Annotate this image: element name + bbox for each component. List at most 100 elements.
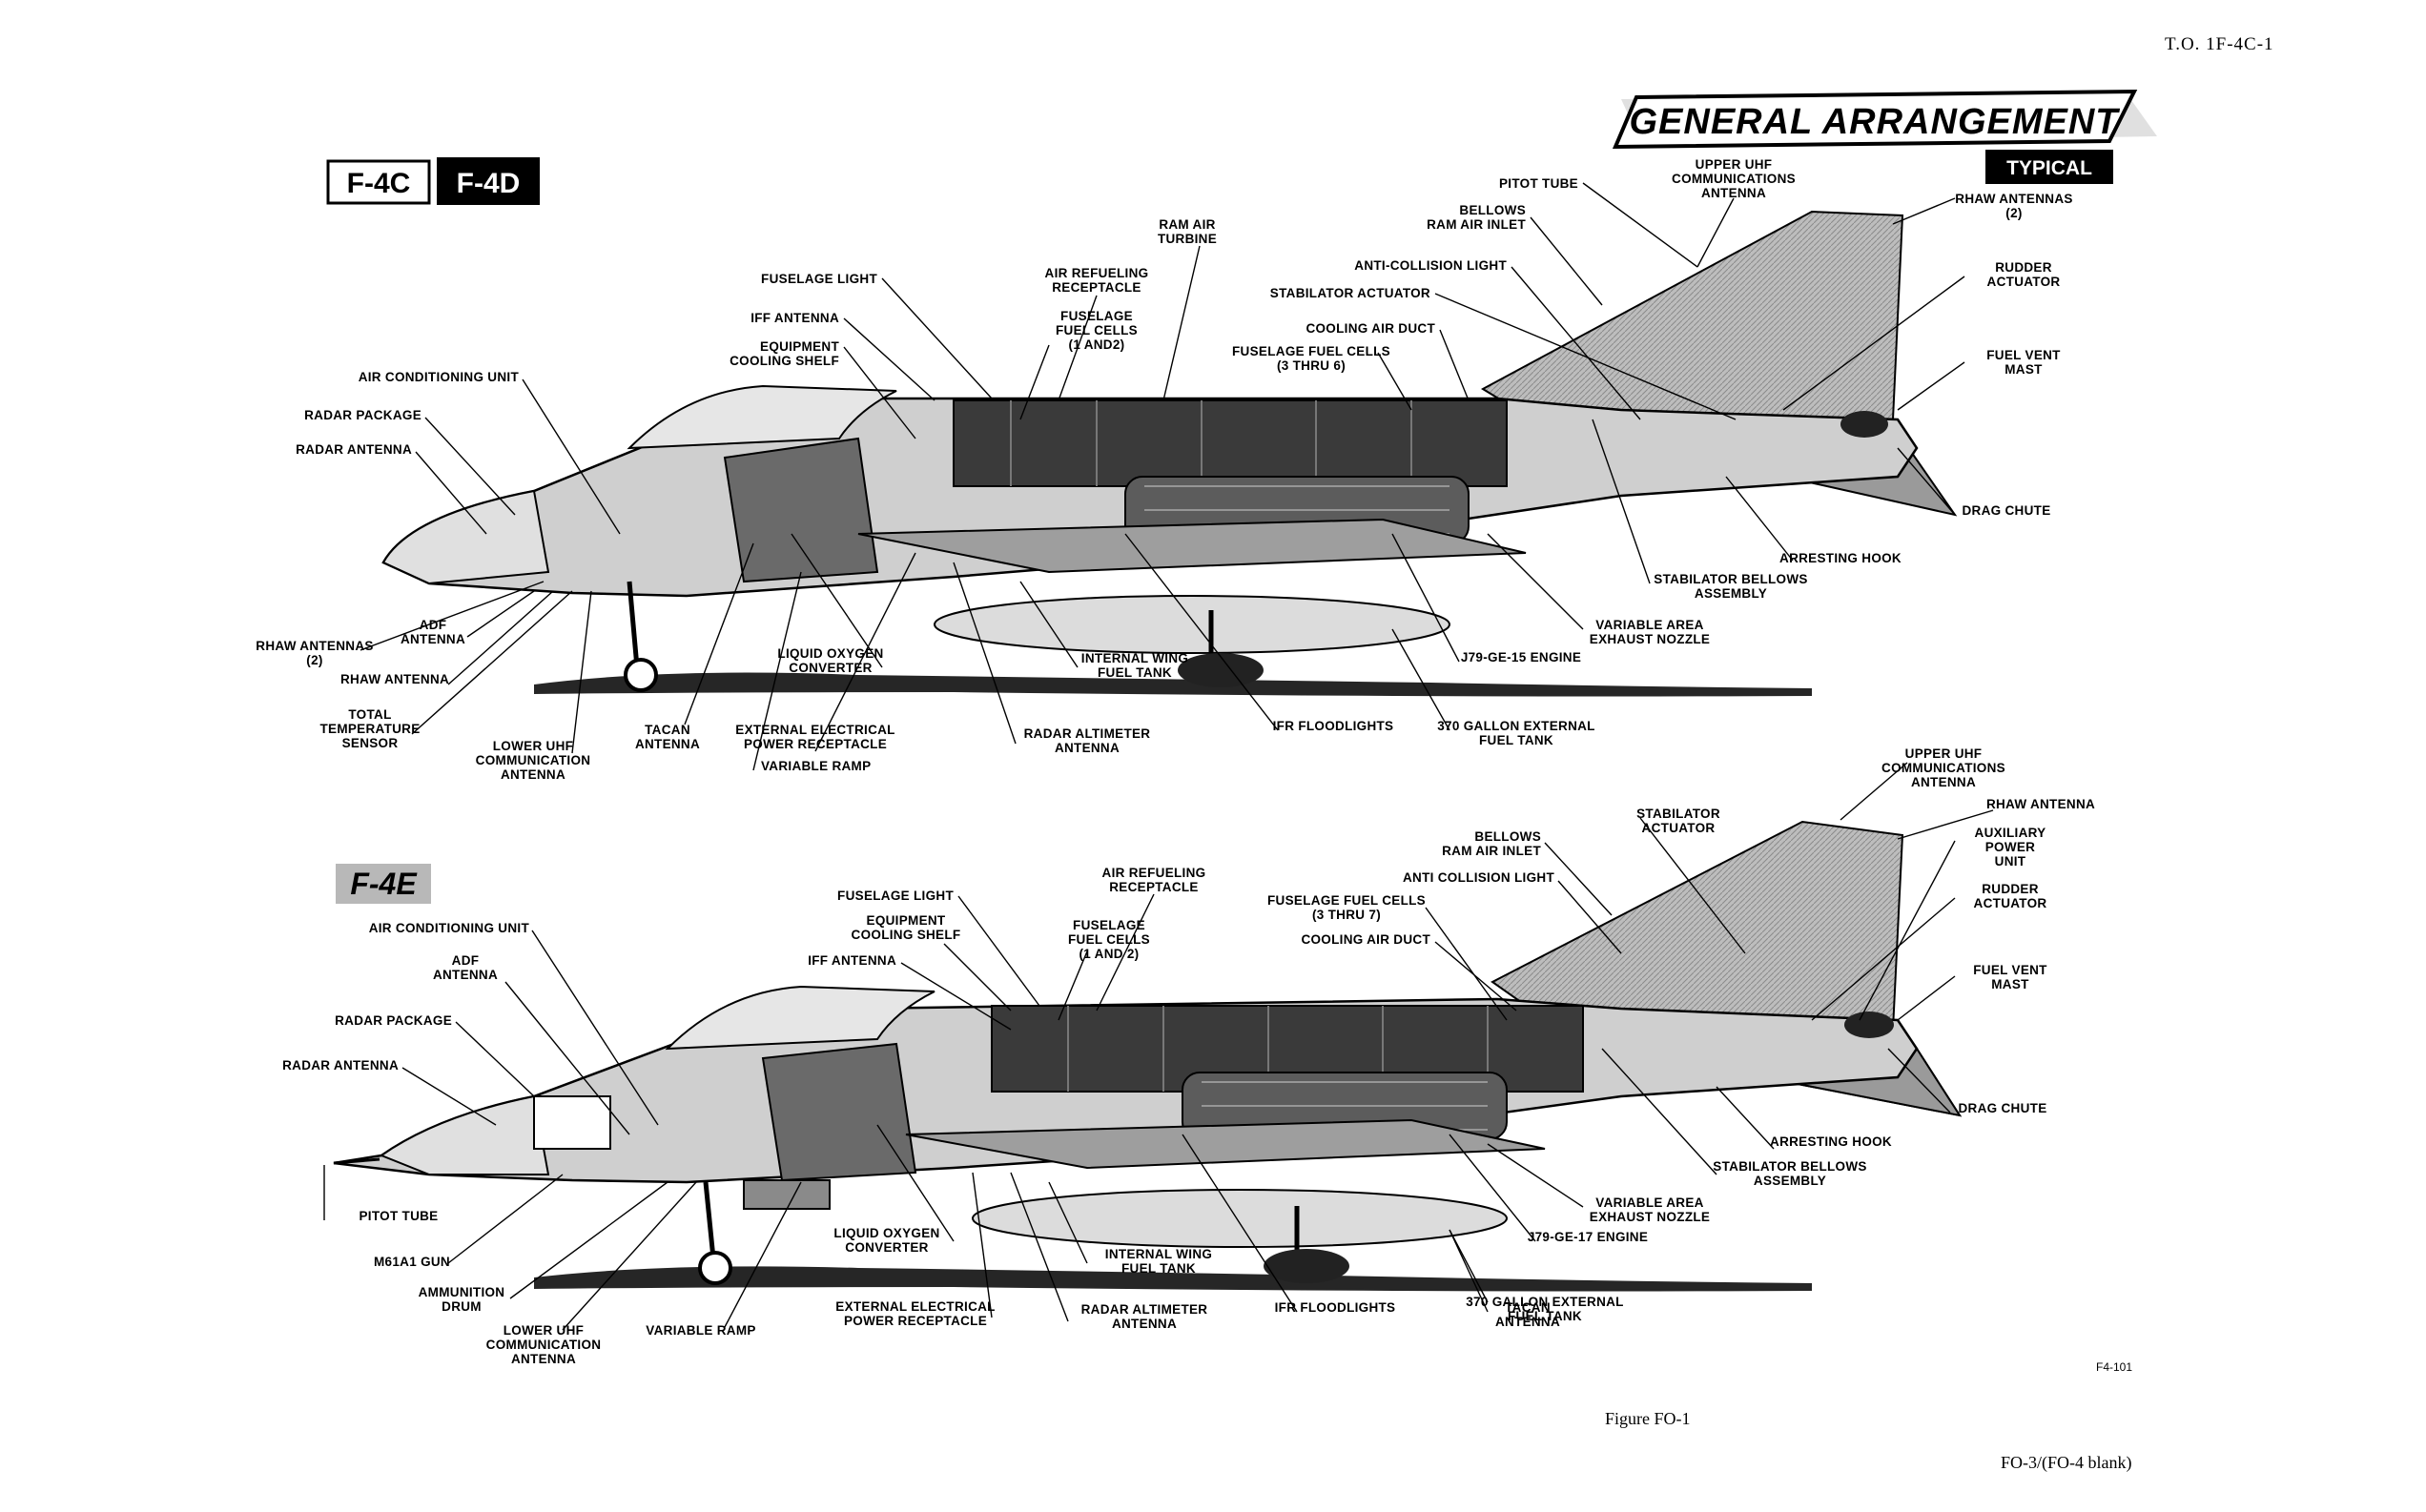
bottom-label-text: M61A1 GUN: [374, 1255, 450, 1269]
top-label-text: ANTENNA: [1055, 741, 1120, 755]
top-label-text: PITOT TUBE: [1499, 176, 1578, 191]
figure-caption: Figure FO-1: [1605, 1409, 1691, 1428]
top-leader-line: [1592, 419, 1651, 584]
bottom-label-text: FUEL TANK: [1121, 1261, 1196, 1276]
bottom-leader-line: [1811, 897, 1956, 1021]
bottom-label-text: LIQUID OXYGEN: [833, 1226, 939, 1240]
bottom-leader-line: [876, 1124, 955, 1242]
top-label-text: STABILATOR ACTUATOR: [1270, 286, 1430, 300]
top-label-text: FUEL CELLS: [1056, 323, 1138, 337]
bottom-label-text: COOLING AIR DUCT: [1301, 932, 1430, 947]
top-leader-line: [1487, 533, 1584, 630]
top-label-text: VARIABLE AREA: [1595, 618, 1703, 632]
bottom-leader-line: [1639, 817, 1746, 954]
top-leader-line: [791, 533, 883, 668]
bottom-label-text: VARIABLE RAMP: [646, 1323, 755, 1338]
svg-text:F-4C: F-4C: [347, 168, 411, 199]
aircraft-cutaway-f4e: [333, 820, 1963, 1292]
bottom-label-text: MAST: [1991, 977, 2029, 991]
bottom-callout-23: PITOT TUBE: [323, 1165, 438, 1223]
bottom-callout-13: COOLING AIR DUCT: [1301, 932, 1517, 1011]
bottom-label-text: FUEL CELLS: [1068, 932, 1150, 947]
top-label-text: COMMUNICATIONS: [1672, 172, 1796, 186]
top-leader-line: [415, 451, 487, 535]
bottom-leader-line: [972, 1172, 993, 1318]
top-callout-14: FUSELAGE FUEL CELLS(3 THRU 6): [1232, 344, 1412, 411]
bottom-callout-35: VARIABLE RAMP: [646, 1181, 802, 1338]
top-callout-36: VARIABLE RAMP: [752, 571, 871, 773]
top-label-text: UPPER UHF: [1696, 157, 1773, 172]
top-leader-line: [466, 590, 535, 638]
top-callout-0: PITOT TUBE: [1499, 176, 1698, 268]
bottom-label-text: IFR FLOODLIGHTS: [1275, 1300, 1396, 1315]
top-label-text: ANTI-COLLISION LIGHT: [1354, 258, 1507, 273]
top-label-text: RHAW ANTENNA: [340, 672, 449, 686]
bottom-label-text: DRAG CHUTE: [1959, 1101, 2047, 1115]
bottom-label-text: 370 GALLON EXTERNAL: [1466, 1295, 1623, 1309]
bottom-label-text: COMMUNICATIONS: [1881, 761, 2005, 775]
top-callout-2: RHAW ANTENNAS(2): [1892, 192, 2072, 225]
bottom-label-text: FUSELAGE LIGHT: [837, 889, 954, 903]
bottom-leader-line: [1058, 950, 1088, 1021]
bottom-leader-line: [1544, 842, 1613, 916]
top-leader-line: [571, 590, 592, 754]
top-label-text: ACTUATOR: [1987, 275, 2061, 289]
bottom-leader-line: [1425, 907, 1508, 1021]
bottom-label-text: ANTENNA: [511, 1352, 576, 1366]
bottom-leader-line: [562, 1181, 697, 1331]
svg-text:F-4D: F-4D: [457, 168, 521, 199]
bottom-leader-line: [455, 1021, 535, 1097]
top-label-text: EXHAUST NOZZLE: [1590, 632, 1710, 646]
bottom-leader-line: [1557, 880, 1622, 954]
bottom-leader-line: [1010, 1172, 1069, 1322]
top-label-text: (1 AND2): [1069, 337, 1125, 352]
page-number: FO-3/(FO-4 blank): [2001, 1453, 2132, 1473]
top-leader-line: [522, 378, 621, 535]
bottom-label-text: RAM AIR INLET: [1442, 844, 1541, 858]
bottom-label-text: EXHAUST NOZZLE: [1590, 1210, 1710, 1224]
bottom-label-text: ANTI COLLISION LIGHT: [1403, 870, 1554, 885]
top-leader-line: [411, 590, 573, 735]
bottom-label-text: EQUIPMENT: [867, 913, 946, 928]
bottom-label-text: IFF ANTENNA: [808, 953, 896, 968]
svg-text:F-4E: F-4E: [350, 867, 418, 901]
top-label-text: ANTENNA: [1701, 186, 1766, 200]
top-label-text: DRAG CHUTE: [1963, 503, 2051, 518]
bottom-callout-25: J79-GE-17 ENGINE: [1449, 1134, 1648, 1244]
top-leader-line: [1530, 216, 1603, 306]
top-label-text: LOWER UHF: [493, 739, 573, 753]
bottom-leader-line: [509, 1181, 668, 1299]
top-label-text: ARRESTING HOOK: [1779, 551, 1902, 565]
bottom-label-text: ANTENNA: [433, 968, 498, 982]
top-leader-line: [684, 542, 754, 725]
top-label-text: (2): [2005, 206, 2022, 220]
top-label-text: SENSOR: [342, 736, 399, 750]
bottom-leader-line: [504, 981, 630, 1135]
bottom-label-text: RADAR ALTIMETER: [1081, 1302, 1208, 1317]
bottom-leader-line: [1449, 1134, 1536, 1242]
top-label-text: FUEL VENT: [1986, 348, 2061, 362]
top-callout-7: FUSELAGE LIGHT: [761, 272, 993, 399]
bottom-label-text: TACAN: [1505, 1300, 1551, 1315]
top-callout-5: ANTI-COLLISION LIGHT: [1354, 258, 1641, 420]
bottom-leader-line: [1449, 1229, 1489, 1313]
top-label-text: IFR FLOODLIGHTS: [1273, 719, 1394, 733]
top-callout-28: RHAW ANTENNA: [340, 590, 554, 686]
bottom-label-text: AIR CONDITIONING UNIT: [369, 921, 530, 935]
top-callout-24: RHAW ANTENNAS(2): [256, 581, 545, 667]
aircraft-cutaway-f4c-f4d: [381, 210, 1958, 697]
